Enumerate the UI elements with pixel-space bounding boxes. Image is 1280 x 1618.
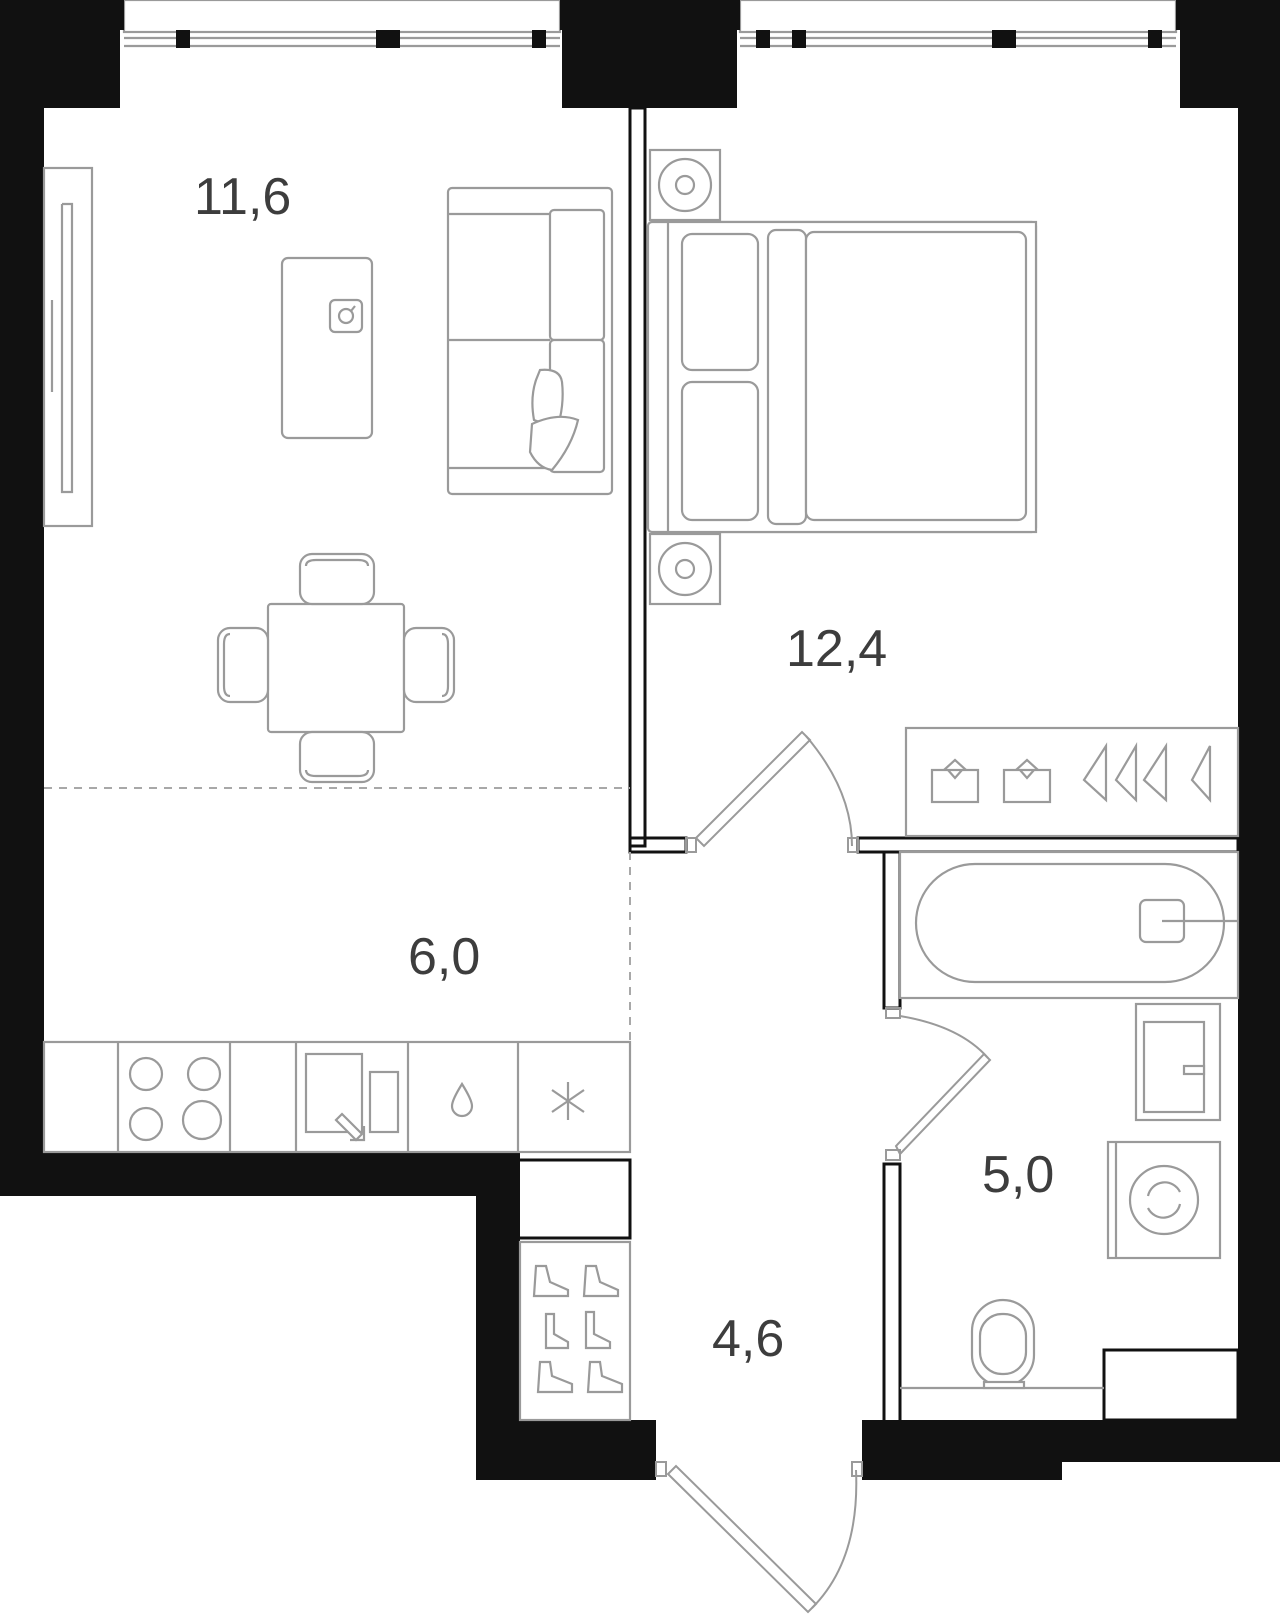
door-icon[interactable] (655, 1461, 863, 1614)
tv-unit-icon (42, 166, 94, 528)
living-area-label: 11,6 (194, 168, 291, 226)
bed-icon (646, 220, 1038, 534)
bathroom-area-label: 5,0 (982, 1146, 1054, 1204)
door-icon[interactable] (685, 730, 859, 853)
sink-icon (1134, 1002, 1222, 1122)
bedroom-area-label: 12,4 (786, 620, 887, 678)
hallway-area-label: 4,6 (712, 1310, 784, 1368)
wardrobe-icon (904, 726, 1240, 838)
nightstand-icon (648, 148, 722, 222)
chair-icon (298, 730, 376, 784)
sofa-icon (446, 186, 614, 496)
window-icon (738, 0, 1178, 48)
door-icon[interactable] (885, 1007, 992, 1161)
snowflake-icon (551, 1082, 585, 1120)
kitchen-counter (42, 1040, 632, 1154)
bathtub-icon (898, 850, 1240, 1000)
window-icon (122, 0, 562, 48)
hanger-icon (930, 741, 1212, 804)
chair-icon (402, 626, 456, 704)
exterior-walls (0, 0, 1280, 1480)
kitchen-area-label: 6,0 (408, 928, 480, 986)
dining-table-icon (266, 602, 406, 734)
coffee-table-icon (280, 256, 374, 440)
kitchen-sink-icon (304, 1052, 400, 1142)
chair-icon (298, 552, 376, 606)
washing-machine-icon (1106, 1140, 1222, 1260)
cooktop-icon (128, 1056, 223, 1142)
shoe-rack-icon (518, 1240, 632, 1422)
toilet-icon (900, 1298, 1104, 1390)
chair-icon (216, 626, 270, 704)
nightstand-icon (648, 532, 722, 606)
water-drop-icon (450, 1081, 474, 1118)
